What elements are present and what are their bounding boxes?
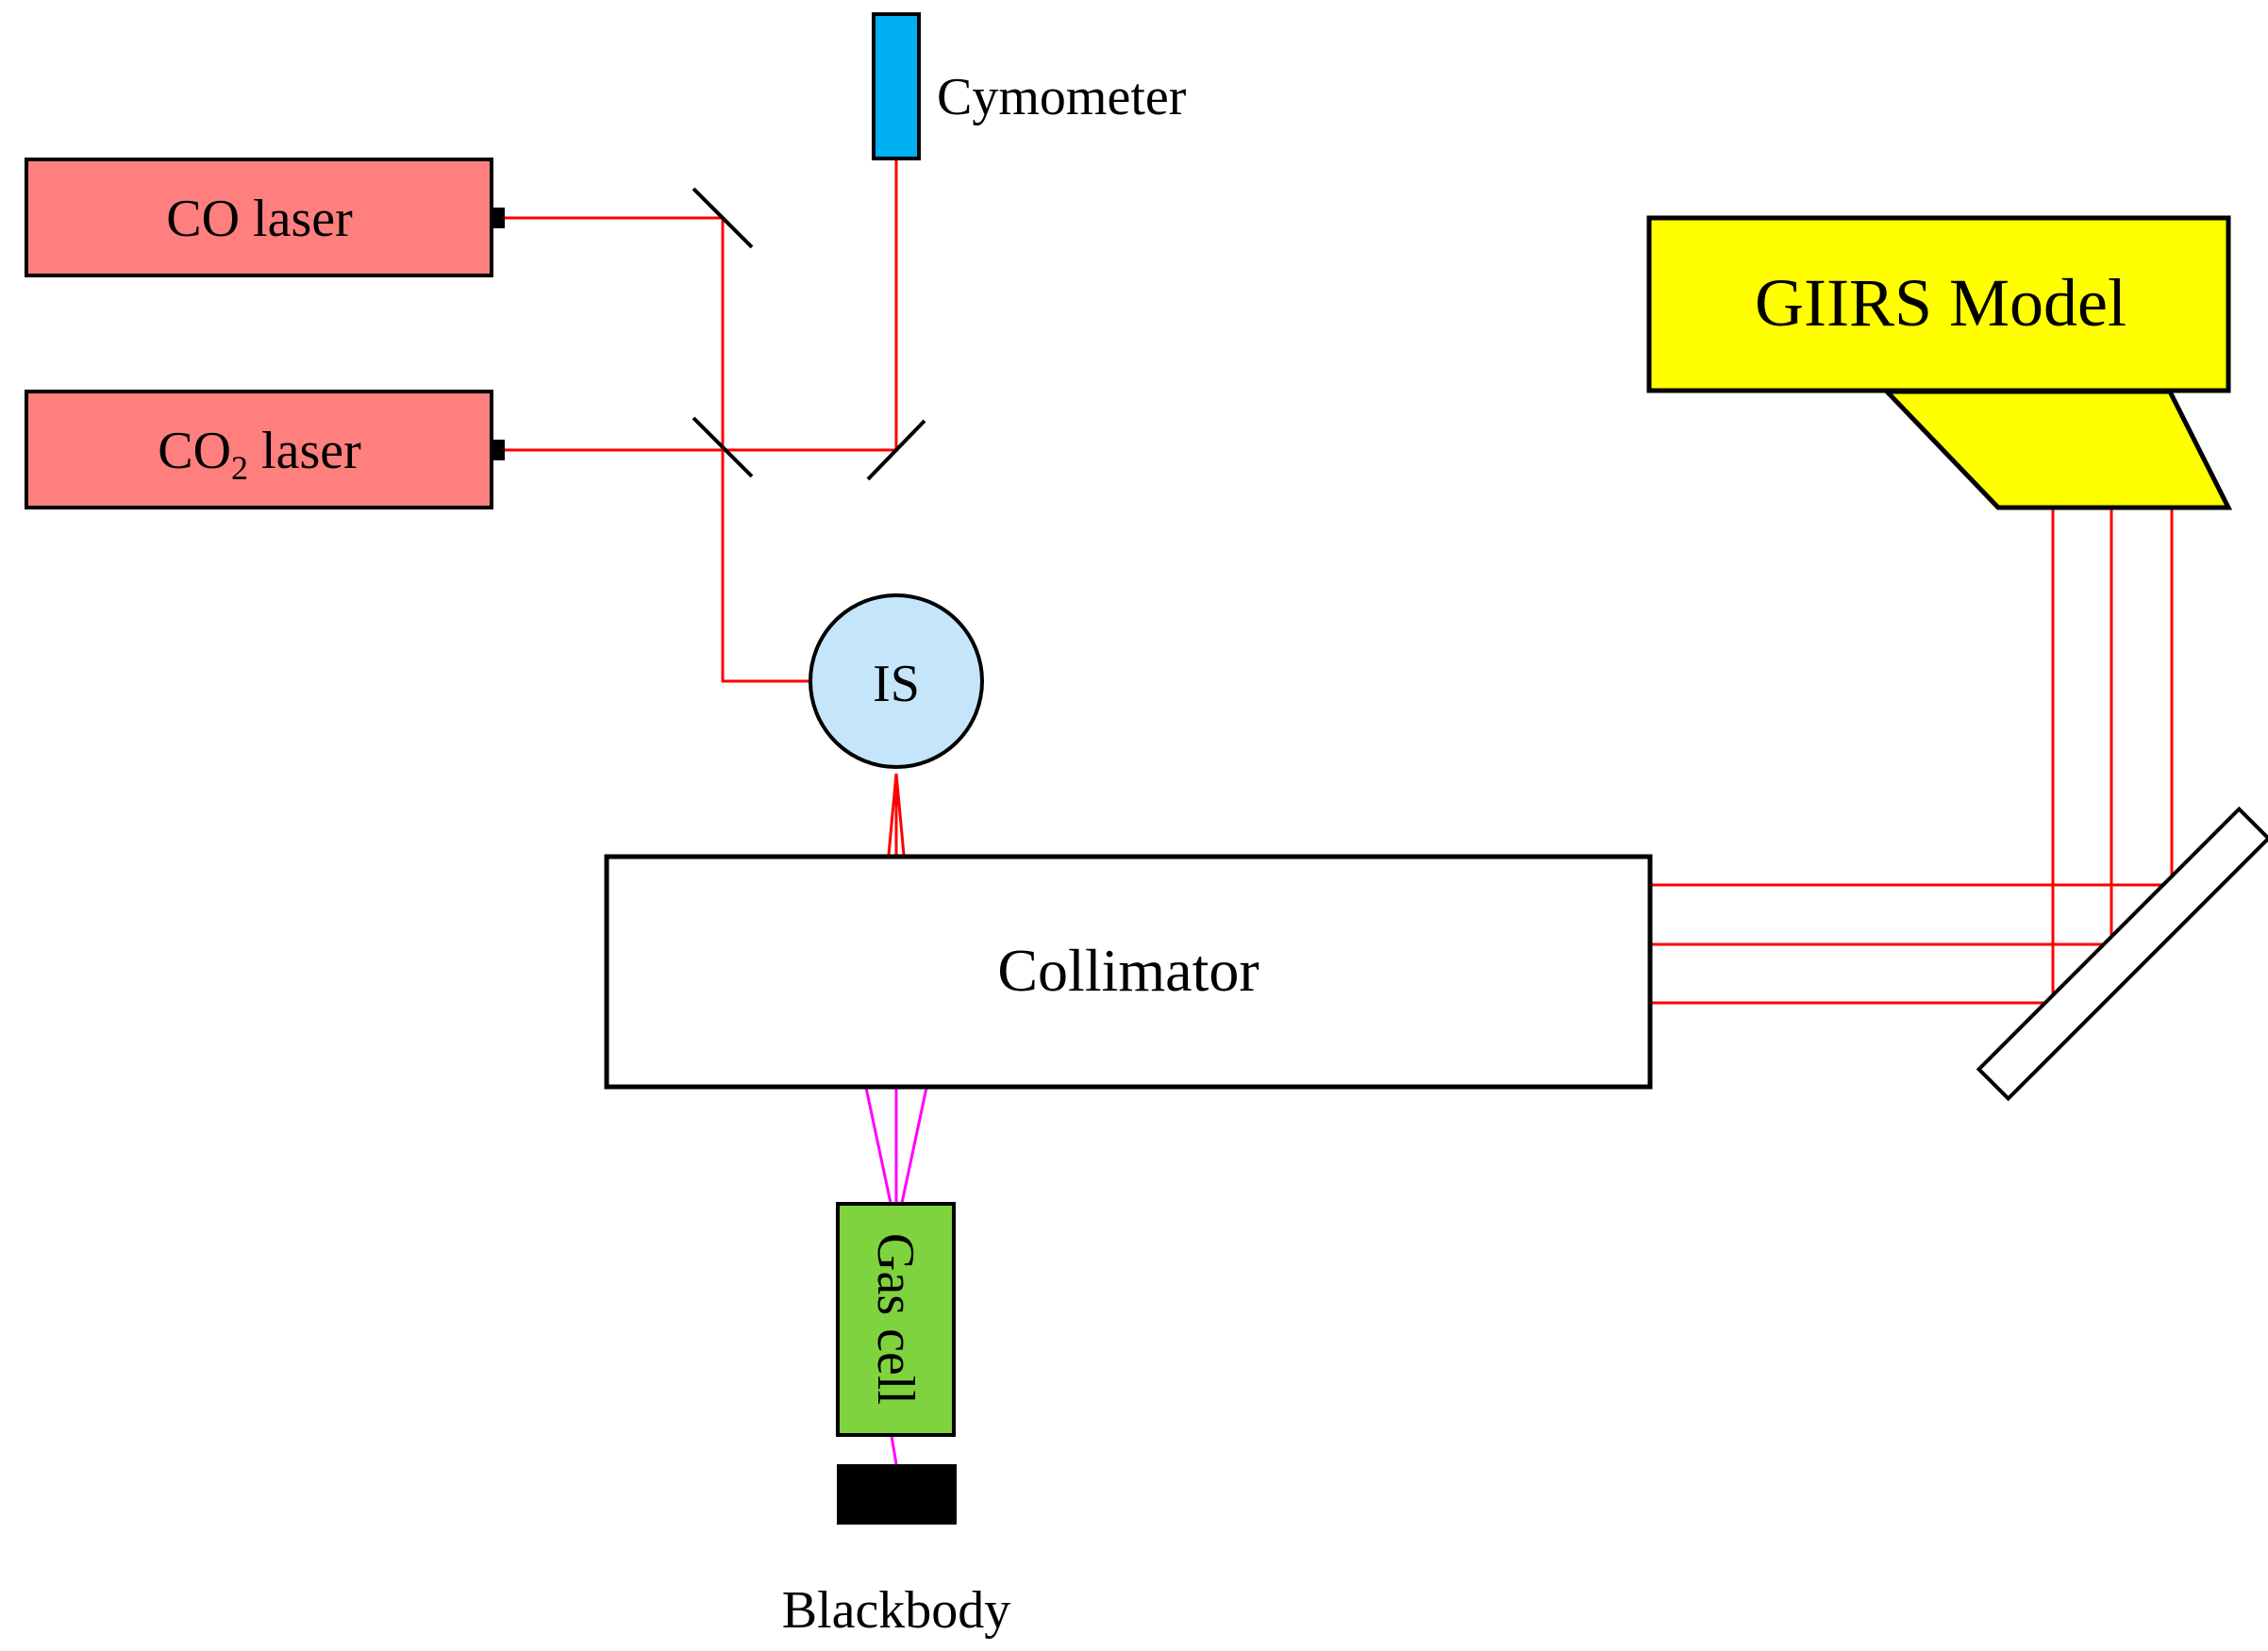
giirs-model-label: GIIRS Model <box>1755 265 2126 341</box>
output-beam-top <box>1651 506 2174 887</box>
blackbody: Blackbody <box>782 1464 1011 1640</box>
integrating-sphere: IS <box>809 593 984 769</box>
output-beam-middle <box>1651 506 2113 946</box>
co-laser-label: CO laser <box>166 190 353 248</box>
co2-laser-body <box>25 390 493 509</box>
blackbody-beams <box>864 1087 928 1465</box>
is-collimator-beam-3 <box>894 773 906 856</box>
co-laser-body <box>25 158 493 277</box>
co2-laser-aperture-icon <box>491 440 505 460</box>
integrating-sphere-icon <box>809 593 984 769</box>
cymometer-label: Cymometer <box>937 68 1187 126</box>
mirrors <box>692 187 926 481</box>
beamsplitter-co2-icon <box>692 416 754 478</box>
blackbody-label: Blackbody <box>782 1581 1011 1640</box>
giirs-model: GIIRS Model <box>1646 215 2233 510</box>
co2-laser: CO2 laser <box>25 390 505 509</box>
collimator-body <box>604 854 1653 1090</box>
blackbody-beam-3 <box>900 1087 928 1204</box>
cymometer: Cymometer <box>872 12 1187 160</box>
gas-cell: Gas cell <box>836 1202 956 1437</box>
blackbody-beam-4 <box>890 1435 898 1465</box>
folding-mirror <box>1976 806 2268 1102</box>
folding-mirror-icon <box>1976 806 2268 1102</box>
blackbody-body <box>837 1464 957 1525</box>
collimator-label: Collimator <box>997 937 1259 1004</box>
gas-cell-body <box>836 1202 956 1437</box>
co-laser-aperture-icon <box>491 208 505 228</box>
co2-laser-label-subscript: 2 <box>231 449 248 487</box>
mirror-cymometer-icon <box>866 419 926 481</box>
co2-laser-label-prefix: CO <box>158 422 231 480</box>
giirs-telescope-icon <box>1881 389 2233 510</box>
cymometer-body-icon <box>872 12 921 160</box>
giirs-model-body <box>1646 215 2231 393</box>
co-laser: CO laser <box>25 158 505 277</box>
co2-laser-label: CO2 laser <box>158 422 361 487</box>
blackbody-beam-1 <box>864 1087 892 1204</box>
co2-laser-label-suffix: laser <box>248 422 361 480</box>
gas-cell-label: Gas cell <box>866 1233 925 1405</box>
mirror-co-icon <box>692 187 754 249</box>
collimator: Collimator <box>604 854 1653 1090</box>
integrating-sphere-label: IS <box>873 655 920 713</box>
output-beam-bottom <box>1651 506 2055 1005</box>
